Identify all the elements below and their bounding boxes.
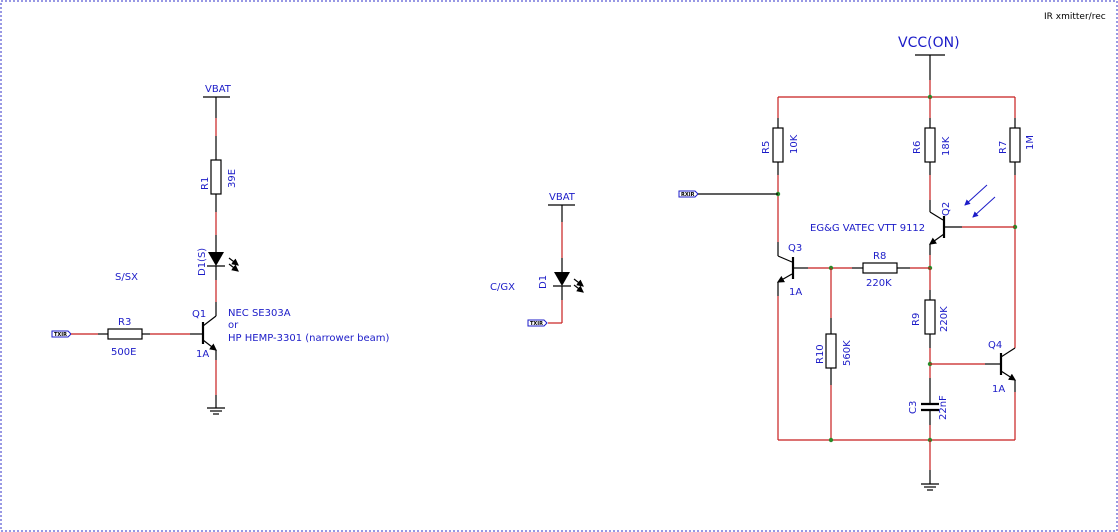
r7-resistor [1009,127,1021,163]
r7-ref: R7 [998,141,1009,154]
receiver-circuit: VCC(ON) R5 10K RXIR R6 18K R7 [678,35,1036,491]
r3-resistor [107,328,143,340]
r9-value: 220K [939,306,950,332]
q3-ref: Q3 [788,243,802,254]
r3-value: 500E [111,347,136,358]
r6-resistor [924,127,936,163]
q1-note-line1: NEC SE303A [228,308,291,319]
d1s-led [207,252,239,280]
r1-value: 39E [227,169,238,188]
r9-ref: R9 [911,313,922,326]
transmitter-circuit: VBAT R1 39E D1(S) S/SX Q1 [51,84,390,415]
q2-ref: Q2 [941,202,952,216]
r8-value: 220K [866,278,892,289]
variant-label-s: S/SX [115,272,138,283]
d1s-ref: D1(S) [197,248,208,276]
d1-ref: D1 [538,275,549,289]
r6-ref: R6 [912,141,923,154]
r5-resistor [772,127,784,163]
transmitter-alt-circuit: VBAT D1 C/GX TXIR [490,192,584,327]
r1-ref: R1 [200,177,211,190]
svg-text:RXIR: RXIR [681,192,695,198]
r8-resistor [862,262,898,274]
r5-value: 10K [789,134,800,154]
q4-ref: Q4 [988,340,1002,351]
r9-resistor [924,299,936,335]
r10-resistor [825,333,837,369]
ground-symbol-2 [921,483,939,491]
q1-value: 1A [196,349,209,360]
r7-value: 1M [1025,135,1036,150]
c3-capacitor [921,402,939,412]
vcc-label: VCC(ON) [898,35,960,51]
vbat-label-2: VBAT [549,192,576,203]
txir-flag-1: TXIR [51,330,72,338]
r6-value: 18K [941,136,952,156]
q2-value: EG&G VATEC VTT 9112 [810,223,925,234]
c3-ref: C3 [908,401,919,414]
ground-symbol-1 [207,407,225,415]
q2-phototransistor [929,184,1015,255]
vbat-label-1: VBAT [205,84,232,95]
r3-ref: R3 [118,317,131,328]
q3-value: 1A [789,287,802,298]
svg-text:TXIR: TXIR [530,321,543,327]
q1-ref: Q1 [192,309,206,320]
q4-transistor [999,347,1017,392]
d1-led [553,272,584,300]
svg-text:TXIR: TXIR [54,332,67,338]
q1-note-line3: HP HEMP-3301 (narrower beam) [228,333,390,344]
rxir-flag: RXIR [678,190,699,198]
q1-transistor [201,302,217,360]
q3-transistor [776,242,808,296]
r1-resistor [210,159,222,195]
q4-value: 1A [992,384,1005,395]
sheet-title: IR xmitter/rec [1044,12,1106,22]
r8-ref: R8 [873,251,886,262]
r5-ref: R5 [761,141,772,154]
r10-ref: R10 [815,344,826,364]
r10-value: 560K [842,340,853,366]
variant-label-c: C/GX [490,282,515,293]
c3-value: 22nF [938,395,949,420]
q1-note-line2: or [228,320,239,331]
txir-flag-2: TXIR [527,319,548,327]
